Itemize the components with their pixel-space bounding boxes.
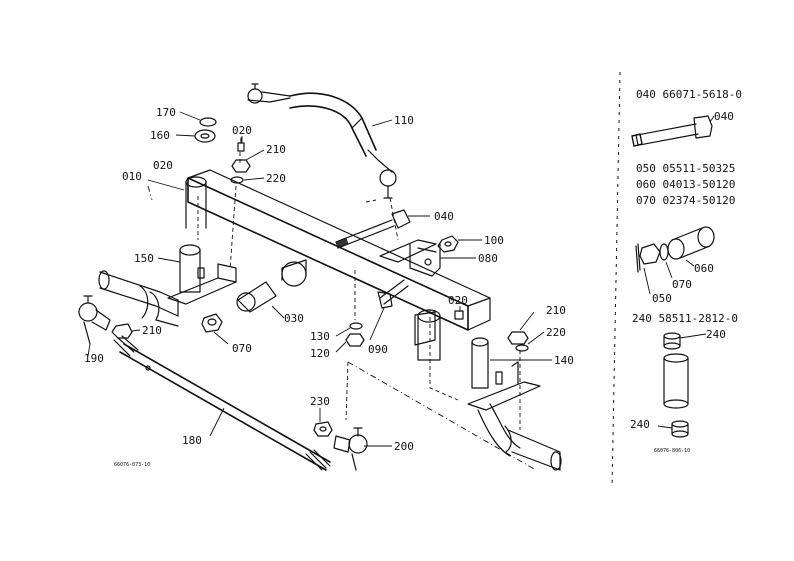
side-callout-240-top: 240	[706, 328, 726, 341]
grease-nipple-020-top	[237, 137, 245, 152]
label-020-top: 020	[232, 124, 252, 137]
axle-beam	[187, 169, 491, 346]
side-callout-050: 050	[652, 292, 672, 305]
label-220-right: 220	[546, 326, 566, 339]
label-210-top: 210	[266, 143, 286, 156]
washer-130	[349, 322, 363, 330]
side-ref-code: 66076-806-10	[654, 448, 690, 454]
side-row-060: 060 04013-50120	[636, 178, 735, 191]
ball-joint-200	[333, 427, 368, 471]
label-020-right: 020	[448, 294, 468, 307]
leader-lines	[87, 111, 552, 447]
label-040: 040	[434, 210, 454, 223]
ball-joint-190	[78, 295, 111, 345]
nut-210-top	[231, 159, 251, 173]
label-080: 080	[478, 252, 498, 265]
washer-160	[194, 129, 216, 143]
label-150: 150	[134, 252, 154, 265]
nut-210-right	[507, 331, 529, 345]
label-030: 030	[284, 312, 304, 325]
label-130: 130	[310, 330, 330, 343]
label-010: 010	[122, 170, 142, 183]
side-row-050: 050 05511-50325	[636, 162, 735, 175]
side-callout-040: 040	[714, 110, 734, 123]
washer-220-top	[230, 176, 244, 184]
label-100: 100	[484, 234, 504, 247]
ref-code-left: 66076-073-10	[114, 462, 150, 468]
tie-rod-180	[113, 335, 331, 471]
side-row-070: 070 02374-50120	[636, 194, 735, 207]
side-callout-070: 070	[672, 278, 692, 291]
drag-link-110	[247, 83, 397, 199]
label-110: 110	[394, 114, 414, 127]
side-row-040: 040 66071-5618-0	[636, 88, 742, 101]
side-callout-240-bottom: 240	[630, 418, 650, 431]
bushing-030	[236, 259, 307, 313]
nut-230	[313, 421, 333, 437]
label-210-left: 210	[142, 324, 162, 337]
label-160: 160	[150, 129, 170, 142]
label-170: 170	[156, 106, 176, 119]
part-labels: 170 160 020 010 020 210 220 110 040 100 …	[84, 106, 574, 468]
nut-100	[437, 235, 459, 253]
snap-ring-170	[199, 117, 217, 127]
bolt-090	[377, 279, 409, 309]
right-knuckle-assembly	[417, 309, 562, 471]
side-bushing-assembly	[635, 226, 715, 295]
panel-separator	[611, 71, 621, 489]
label-020-bracketed: 020	[153, 159, 173, 172]
label-230: 230	[310, 395, 330, 408]
label-120: 120	[310, 347, 330, 360]
nut-210-left	[111, 323, 133, 339]
side-bolt-040	[631, 115, 715, 147]
label-070: 070	[232, 342, 252, 355]
pivot-bracket-080	[379, 239, 441, 277]
side-row-240: 240 58511-2812-0	[632, 312, 738, 325]
grease-nipple-020-right	[454, 310, 464, 320]
centerlines	[147, 152, 537, 471]
label-090: 090	[368, 343, 388, 356]
label-190: 190	[84, 352, 104, 365]
left-knuckle-assembly	[98, 176, 237, 327]
side-callout-060: 060	[694, 262, 714, 275]
side-panel: 040 66071-5618-0 040 050 05511-50325 060…	[630, 88, 742, 438]
label-180: 180	[182, 434, 202, 447]
washer-220-right	[515, 344, 529, 352]
label-200: 200	[394, 440, 414, 453]
side-bushing-240	[657, 332, 707, 438]
label-220-top: 220	[266, 172, 286, 185]
label-210-right: 210	[546, 304, 566, 317]
nut-070	[201, 313, 223, 333]
nut-120	[345, 333, 365, 347]
bolt-040	[335, 209, 411, 249]
label-140: 140	[554, 354, 574, 367]
